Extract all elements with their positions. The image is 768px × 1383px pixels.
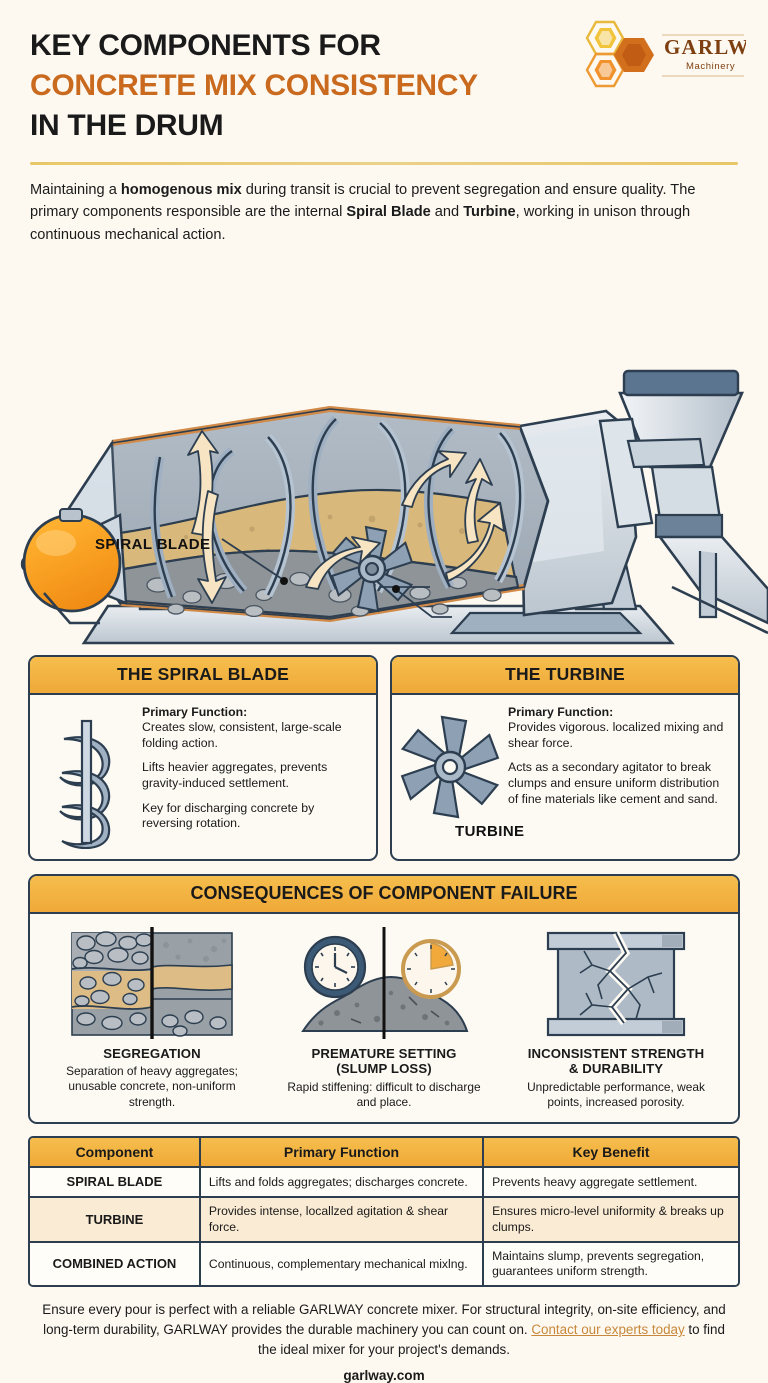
consequence-inconsistent-strength: INCONSISTENT STRENGTH & DURABILITY Unpre… bbox=[500, 924, 732, 1111]
table-header-function: Primary Function bbox=[199, 1138, 485, 1169]
consequence-0-desc: Separation of heavy aggregates; unusable… bbox=[66, 1064, 238, 1109]
row-2-function: Continuous, complementary mechanical mix… bbox=[199, 1241, 485, 1286]
hopper-and-chute bbox=[598, 369, 768, 634]
callout-turbine: TURBINE bbox=[455, 822, 525, 840]
flow-arrows bbox=[187, 429, 505, 604]
consequence-1-title: PREMATURE SETTING (SLUMP LOSS) bbox=[276, 1046, 492, 1077]
cracked-column-icon bbox=[508, 924, 724, 1042]
consequence-0-title: SEGREGATION bbox=[103, 1045, 201, 1061]
consequence-1-title-l1: PREMATURE SETTING bbox=[311, 1045, 457, 1061]
consequence-2-title-l2: & DURABILITY bbox=[568, 1061, 664, 1077]
turbine-icon bbox=[400, 705, 500, 821]
card-turbine-text: Primary Function:Provides vigorous. loca… bbox=[508, 705, 728, 821]
title-line-2: CONCRETE MIX CONSISTENCY bbox=[30, 68, 478, 102]
footer-text-a: Ensure every pour is perfect with a reli… bbox=[42, 1302, 726, 1338]
card-turbine-title: THE TURBINE bbox=[392, 656, 738, 695]
consequence-segregation: SEGREGATION Separation of heavy aggregat… bbox=[36, 924, 268, 1111]
component-cards: THE SPIRAL BLADE Primary Function:Create… bbox=[0, 654, 768, 861]
pf-text-1: Provides vigorous. localized mixing and … bbox=[508, 720, 724, 750]
concrete-mixer-illustration: SPIRAL BLADE TURBINE bbox=[0, 251, 768, 840]
card-0-para2: Lifts heavier aggregates, prevents gravi… bbox=[142, 760, 328, 790]
card-turbine: THE TURBINE bbox=[390, 654, 740, 861]
row-1-component: TURBINE bbox=[30, 1197, 201, 1243]
row-2-benefit: Maintains slump, prevents segregation, g… bbox=[483, 1241, 738, 1286]
pf-label-0: Primary Function: bbox=[142, 704, 248, 719]
row-1-benefit: Ensures micro-level uniformity & breaks … bbox=[483, 1197, 738, 1243]
table-header-benefit: Key Benefit bbox=[483, 1138, 738, 1169]
segregation-layers-icon bbox=[44, 924, 260, 1042]
spiral-blade-icon bbox=[38, 705, 134, 849]
row-2-component: COMBINED ACTION bbox=[30, 1241, 201, 1286]
card-spiral-blade-text: Primary Function:Creates slow, consisten… bbox=[142, 705, 366, 849]
consequence-2-title: INCONSISTENT STRENGTH & DURABILITY bbox=[508, 1046, 724, 1077]
motor-housing-icon bbox=[22, 513, 122, 612]
consequence-1-desc: Rapid stiffening: difficult to discharge… bbox=[287, 1079, 481, 1109]
row-0-benefit: Prevents heavy aggregate settlement. bbox=[483, 1167, 738, 1199]
row-0-component: SPIRAL BLADE bbox=[30, 1167, 201, 1199]
contact-experts-link[interactable]: Contact our experts today bbox=[531, 1322, 685, 1338]
table-header-row: Component Primary Function Key Benefit bbox=[30, 1138, 738, 1169]
table-row: TURBINE Provides intense, locallzed agit… bbox=[30, 1197, 738, 1243]
table-row: COMBINED ACTION Continuous, complementar… bbox=[30, 1241, 738, 1286]
turbine-callout-dot bbox=[392, 584, 400, 593]
summary-table: Component Primary Function Key Benefit S… bbox=[28, 1136, 740, 1288]
consequence-2-desc: Unpredictable performance, weak points, … bbox=[527, 1079, 705, 1109]
card-spiral-blade-title: THE SPIRAL BLADE bbox=[30, 656, 376, 695]
garlway-logo: GARLWAY Machinery bbox=[576, 14, 768, 92]
consequence-1-title-l2: (SLUMP LOSS) bbox=[336, 1061, 432, 1077]
drive-motor bbox=[20, 507, 128, 624]
pf-label-1: Primary Function: bbox=[508, 704, 614, 719]
title-line-3: IN THE DRUM bbox=[30, 108, 224, 142]
title-line-1: KEY COMPONENTS FOR bbox=[30, 29, 381, 62]
hex-cluster-icon bbox=[585, 20, 654, 88]
page-title: KEY COMPONENTS FOR CONCRETE MIX CONSISTE… bbox=[30, 26, 590, 146]
row-1-function: Provides intense, locallzed agitation & … bbox=[199, 1197, 485, 1243]
row-0-function: Lifts and folds aggregates; discharges c… bbox=[199, 1167, 485, 1199]
table-row: SPIRAL BLADE Lifts and folds aggregates;… bbox=[30, 1167, 738, 1199]
consequence-premature-setting: PREMATURE SETTING (SLUMP LOSS) Rapid sti… bbox=[268, 924, 500, 1111]
consequences-section: CONSEQUENCES OF COMPONENT FAILURE bbox=[28, 873, 740, 1125]
header-divider bbox=[30, 161, 738, 165]
spiral-callout-dot bbox=[280, 576, 288, 585]
logo-subtext: Machinery bbox=[686, 61, 735, 72]
table-header-component: Component bbox=[30, 1138, 201, 1169]
footer-text-b: to find the ideal mixer for your project… bbox=[258, 1322, 725, 1357]
card-spiral-blade: THE SPIRAL BLADE Primary Function:Create… bbox=[28, 654, 378, 861]
intro-paragraph: Maintaining a homogenous mix during tran… bbox=[30, 181, 696, 243]
card-1-para2: Acts as a secondary agitator to break cl… bbox=[508, 760, 720, 806]
header: KEY COMPONENTS FOR CONCRETE MIX CONSISTE… bbox=[0, 0, 768, 146]
footer-cta: Ensure every pour is perfect with a reli… bbox=[34, 1300, 734, 1359]
callout-leader-lines bbox=[221, 537, 452, 618]
consequence-2-title-l1: INCONSISTENT STRENGTH bbox=[527, 1045, 705, 1061]
callout-spiral-blade: SPIRAL BLADE bbox=[95, 535, 211, 553]
clock-slump-icon bbox=[276, 924, 492, 1042]
logo-wordmark: GARLWAY bbox=[664, 35, 746, 59]
pf-text-0: Creates slow, consistent, large-scale fo… bbox=[142, 720, 342, 750]
consequences-title: CONSEQUENCES OF COMPONENT FAILURE bbox=[30, 875, 738, 914]
card-0-para3: Key for discharging concrete by reversin… bbox=[142, 800, 315, 831]
